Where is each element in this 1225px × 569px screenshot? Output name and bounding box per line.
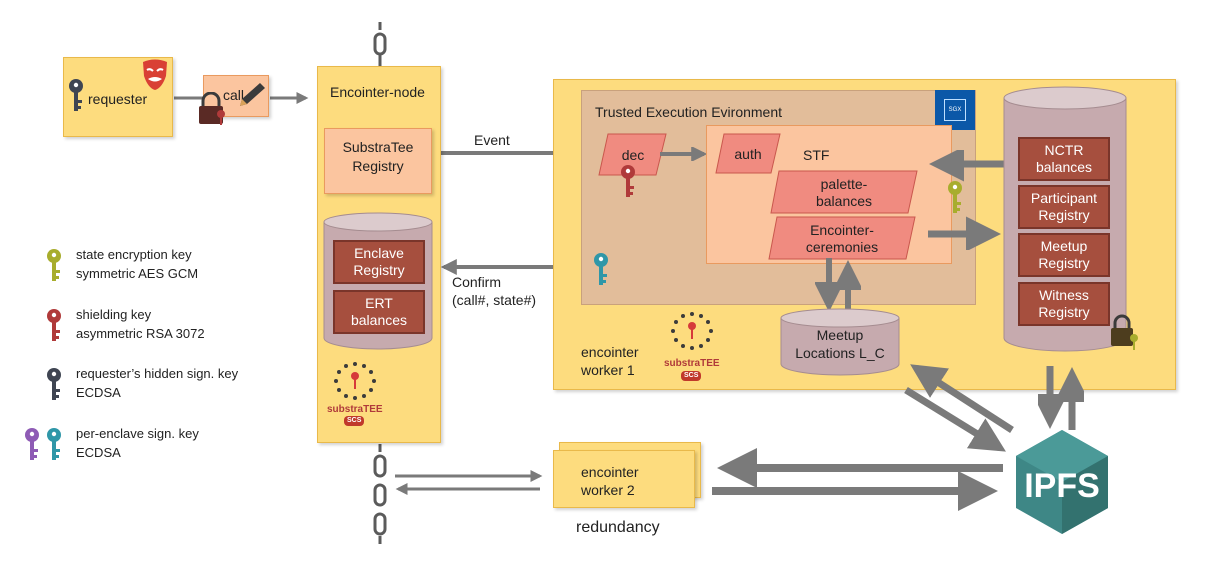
stf-state-arrows [928, 150, 1004, 250]
substratee-registry-line1: SubstraTee [342, 139, 414, 155]
meetup-locations-cylinder [780, 308, 900, 376]
substratee-logo-worker-icon [671, 312, 713, 350]
ert-balances-line1: ERT [365, 295, 393, 311]
confirm-label-line1: Confirm [452, 274, 502, 290]
state-item-line: NCTR [1044, 142, 1084, 158]
worker1-name-line2: worker 1 [581, 362, 635, 378]
worker2-name-line1: encointer [581, 464, 639, 480]
enclave-registry-line1: Enclave [354, 245, 404, 261]
call-note [203, 75, 269, 117]
state-item-line: balances [1035, 159, 1093, 175]
redundancy-label: redundancy [576, 519, 660, 536]
palette-balances-label: palette-balances [770, 170, 918, 215]
state-ipfs-arrows [1038, 366, 1084, 430]
legend-text: ECDSA [76, 445, 121, 460]
sgx-badge-text: SGX [948, 107, 962, 113]
blockchain-chain-bottom-icon [373, 444, 387, 544]
encointer-ceremonies-label: Encointer-ceremonies [768, 216, 916, 261]
ceremonies-meetup-arrows [815, 258, 861, 314]
legend-key-icon [47, 428, 61, 460]
encointer-ceremonies-line1: Encointer- [810, 221, 874, 238]
substratee-logo-node-text: substraTEE [327, 404, 383, 415]
state-item-line: Witness [1039, 287, 1089, 303]
legend-key-icon [47, 249, 61, 281]
blockchain-chain-top-icon [373, 22, 387, 66]
state-item-line: Registry [1038, 304, 1090, 320]
worker2-name-line2: worker 2 [581, 482, 635, 498]
state-item-line: Registry [1038, 207, 1090, 223]
state-item-line: Registry [1038, 255, 1090, 271]
auth-shape [715, 133, 781, 174]
dec-shape [598, 133, 667, 176]
legend-text: requester’s hidden sign. key [76, 366, 239, 381]
substratee-logo-node-icon [334, 362, 376, 400]
auth-label: auth [734, 146, 762, 162]
enclave-registry-line2: Registry [353, 262, 405, 278]
ipfs-logo-icon [1016, 430, 1108, 534]
legend-text: per-enclave sign. key [76, 426, 199, 441]
meetup-locations-line2: Locations L_C [795, 345, 885, 361]
stf-label: STF [803, 147, 830, 163]
ipfs-label: IPFS [1024, 467, 1100, 505]
encointer-worker2 [553, 450, 695, 508]
legend-text: ECDSA [76, 385, 121, 400]
substratee-registry-box [324, 128, 432, 194]
meetup-locations-line1: Meetup [816, 327, 864, 343]
state-item-line: Meetup [1040, 238, 1088, 254]
substratee-logo-worker-sub: SCS [681, 371, 702, 381]
dec-to-auth-arrow [660, 147, 708, 161]
legend-text: symmetric AES GCM [76, 266, 199, 281]
legend-text: state encryption key [76, 247, 192, 262]
tee-title: Trusted Execution Evironment [595, 104, 783, 120]
palette-balances-line2: balances [815, 192, 873, 209]
legend-text: asymmetric RSA 3072 [76, 326, 205, 341]
call-label: call [223, 87, 245, 103]
legend-text: shielding key [76, 307, 152, 322]
enclave-sign-key-icon [594, 253, 608, 285]
legend-key-icon [47, 368, 61, 400]
confirm-label-line2: (call#, state#) [452, 292, 537, 308]
requester-key-icon [69, 79, 83, 111]
ert-balances-line2: balances [350, 312, 408, 328]
dec-label: dec [621, 147, 645, 163]
state-lock-icon [1111, 314, 1138, 350]
meetup-ipfs-arrows [904, 364, 1014, 452]
encointer-node-title: Encointer-node [330, 84, 425, 100]
worker1-name-line1: encointer [581, 344, 639, 360]
substratee-logo-node-sub: SCS [344, 416, 365, 426]
palette-balances-line1: palette- [820, 175, 868, 192]
lock-icon [199, 92, 225, 125]
state-item-line: Participant [1030, 190, 1098, 206]
legend-key-icon [25, 428, 39, 460]
shielding-key-icon [621, 165, 635, 197]
encointer-ceremonies-shape [768, 216, 916, 260]
substratee-registry-line2: Registry [352, 158, 404, 174]
palette-balances-shape [770, 170, 918, 214]
requester-label: requester [88, 91, 148, 107]
event-label: Event [474, 132, 510, 148]
pen-icon [240, 83, 265, 106]
legend-key-icon [47, 309, 61, 341]
mask-icon [143, 59, 167, 90]
substratee-logo-worker-text: substraTEE [664, 358, 720, 369]
encointer-ceremonies-line2: ceremonies [805, 238, 879, 255]
sgx-chip-icon: SGX [935, 90, 975, 130]
